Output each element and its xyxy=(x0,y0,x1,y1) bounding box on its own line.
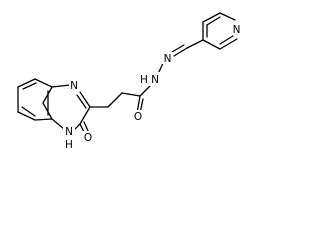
bond xyxy=(171,44,185,53)
atom-label-hydrazide-h: H xyxy=(140,74,148,86)
bond xyxy=(173,47,188,57)
atom-label-quinoxaline-n4: N xyxy=(70,80,78,92)
bond xyxy=(74,123,81,130)
molecule-diagram: N N N H O N O N H xyxy=(17,12,242,151)
bond xyxy=(107,92,123,108)
bond xyxy=(22,82,37,90)
bond xyxy=(206,16,221,26)
bond xyxy=(51,84,71,88)
bond xyxy=(219,35,234,45)
bond xyxy=(17,78,36,88)
atom-labels: N N N H O N O N H xyxy=(63,23,242,151)
bond xyxy=(34,118,53,121)
atom-label-quinoxaline-n1: N xyxy=(65,126,73,138)
bond xyxy=(79,91,91,108)
bond xyxy=(51,118,65,130)
bond xyxy=(76,94,87,109)
bond xyxy=(21,106,36,117)
bond xyxy=(219,38,238,50)
bond xyxy=(186,39,204,49)
pyridine-ring xyxy=(186,12,238,50)
atom-label-pyridine-n: N xyxy=(233,24,241,36)
bond xyxy=(34,78,53,88)
bond xyxy=(121,92,141,97)
bond xyxy=(219,12,236,21)
atom-label-hydrazide-n: N xyxy=(151,74,159,86)
bond xyxy=(202,39,221,50)
structure-canvas: N N N H O N O N H xyxy=(17,12,242,151)
bond xyxy=(17,111,36,121)
atom-label-quinoxaline-h: H xyxy=(65,139,73,151)
atom-label-amide-o: O xyxy=(134,111,142,123)
bond xyxy=(79,106,91,125)
atom-label-hydrazone-n: N xyxy=(164,53,172,65)
bond xyxy=(202,12,221,23)
atom-label-quinoxaline-o: O xyxy=(84,132,92,144)
